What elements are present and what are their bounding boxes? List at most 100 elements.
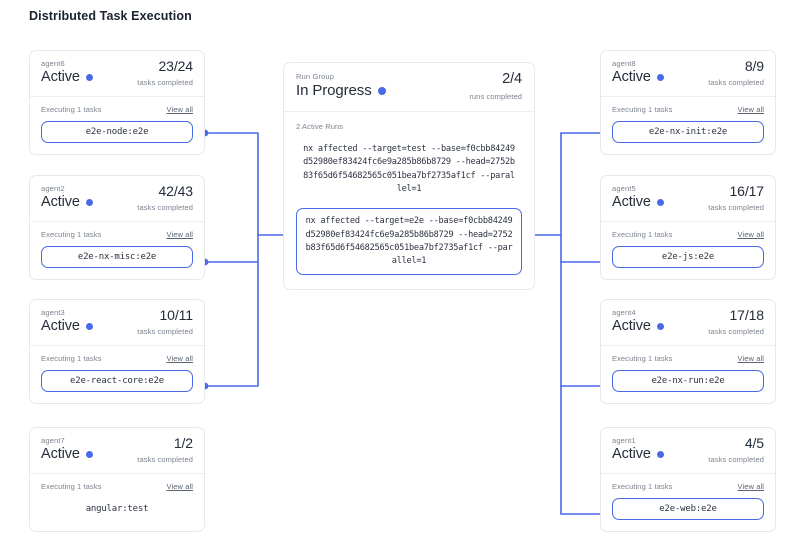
view-all-link[interactable]: View all [166, 230, 193, 240]
agent-card-agent2[interactable]: agent2 Active 42/43 tasks completed Exec… [29, 175, 205, 281]
task-count-label: tasks completed [708, 327, 764, 337]
status-dot-icon [656, 322, 664, 330]
task-count-label: tasks completed [137, 203, 193, 213]
agent-card-agent5[interactable]: agent5 Active 16/17 tasks completed Exec… [600, 175, 776, 281]
run-count: 2/4 [502, 71, 522, 87]
status-dot-icon [85, 450, 93, 458]
task-pill[interactable]: angular:test [85, 504, 149, 515]
executing-label: Executing 1 tasks [41, 354, 102, 364]
status-text: Active [612, 69, 651, 85]
task-count: 8/9 [744, 58, 764, 74]
task-pill[interactable]: e2e-nx-run:e2e [612, 370, 764, 393]
card-body: Executing 1 tasks View all e2e-react-cor… [30, 346, 204, 403]
card-body: Executing 1 tasks View all e2e-web:e2e [601, 474, 775, 531]
executing-label: Executing 1 tasks [612, 354, 673, 364]
executing-row: Executing 1 tasks View all [41, 482, 193, 491]
executing-label: Executing 1 tasks [612, 482, 673, 492]
status-text: Active [41, 69, 80, 85]
status-row: Active [41, 446, 93, 462]
view-all-link[interactable]: View all [737, 230, 764, 240]
executing-label: Executing 1 tasks [612, 105, 673, 115]
executing-label: Executing 1 tasks [41, 230, 102, 240]
view-all-link[interactable]: View all [737, 354, 764, 364]
status-row: In Progress [296, 82, 386, 99]
agent-name: agent8 [612, 59, 636, 68]
card-header: agent1 Active 4/5 tasks completed [601, 428, 775, 475]
task-count-label: tasks completed [137, 327, 193, 337]
status-row: Active [612, 318, 664, 334]
executing-label: Executing 1 tasks [612, 230, 673, 240]
status-dot-icon [656, 198, 664, 206]
task-pill[interactable]: e2e-nx-init:e2e [612, 121, 764, 144]
agent-card-agent7[interactable]: agent7 Active 1/2 tasks completed Execut… [29, 427, 205, 533]
card-body: Executing 1 tasks View all e2e-nx-init:e… [601, 97, 775, 154]
task-count: 1/2 [173, 435, 193, 451]
executing-label: Executing 1 tasks [41, 105, 102, 115]
task-count-label: tasks completed [708, 455, 764, 465]
run-command[interactable]: nx affected --target=test --base=f0cbb84… [303, 143, 515, 194]
view-all-link[interactable]: View all [166, 105, 193, 115]
executing-row: Executing 1 tasks View all [612, 354, 764, 363]
status-row: Active [41, 318, 93, 334]
status-dot-icon [85, 322, 93, 330]
task-count-label: tasks completed [708, 203, 764, 213]
task-count: 4/5 [744, 435, 764, 451]
page-title: Distributed Task Execution [29, 9, 192, 23]
status-dot-icon [85, 198, 93, 206]
agent-card-agent4[interactable]: agent4 Active 17/18 tasks completed Exec… [600, 299, 776, 405]
task-count: 10/11 [159, 307, 194, 323]
status-text: Active [612, 318, 651, 334]
agent-name: agent4 [612, 308, 636, 317]
run-command-highlighted[interactable]: nx affected --target=e2e --base=f0cbb842… [296, 208, 522, 276]
run-group-body: 2 Active Runs nx affected --target=test … [284, 112, 534, 289]
view-all-link[interactable]: View all [737, 105, 764, 115]
card-body: Executing 1 tasks View all e2e-js:e2e [601, 222, 775, 279]
agent-card-agent1[interactable]: agent1 Active 4/5 tasks completed Execut… [600, 427, 776, 533]
status-row: Active [612, 69, 664, 85]
view-all-link[interactable]: View all [737, 482, 764, 492]
run-group-card[interactable]: Run Group In Progress 2/4 runs completed… [283, 62, 535, 291]
status-dot-icon [85, 73, 93, 81]
task-pill[interactable]: e2e-node:e2e [41, 121, 193, 144]
run-count-label: runs completed [469, 91, 522, 101]
task-count: 16/17 [729, 183, 764, 199]
active-runs-label: 2 Active Runs [296, 121, 344, 131]
executing-row: Executing 1 tasks View all [612, 482, 764, 491]
task-pill[interactable]: e2e-nx-misc:e2e [41, 246, 193, 269]
executing-row: Executing 1 tasks View all [612, 230, 764, 239]
agent-card-agent3[interactable]: agent3 Active 10/11 tasks completed Exec… [29, 299, 205, 405]
agent-card-agent6[interactable]: agent6 Active 23/24 tasks completed Exec… [29, 50, 205, 156]
wire-agent3 [204, 234, 259, 387]
run-group-label: Run Group [296, 72, 335, 81]
task-count: 42/43 [158, 183, 193, 199]
run-group-header: Run Group In Progress 2/4 runs completed [284, 63, 534, 112]
status-row: Active [41, 69, 93, 85]
card-header: agent2 Active 42/43 tasks completed [30, 176, 204, 223]
agent-name: agent7 [41, 436, 65, 445]
executing-row: Executing 1 tasks View all [41, 354, 193, 363]
status-text: In Progress [296, 82, 372, 99]
status-row: Active [41, 194, 93, 210]
task-pill[interactable]: e2e-web:e2e [612, 498, 764, 521]
agent-name: agent2 [41, 184, 65, 193]
task-count: 17/18 [729, 307, 764, 323]
status-text: Active [41, 446, 80, 462]
card-body: Executing 1 tasks View all e2e-nx-misc:e… [30, 222, 204, 279]
agent-name: agent6 [41, 59, 65, 68]
card-header: agent5 Active 16/17 tasks completed [601, 176, 775, 223]
card-header: agent3 Active 10/11 tasks completed [30, 300, 204, 347]
view-all-link[interactable]: View all [166, 482, 193, 492]
wire-agent6 [204, 132, 259, 236]
task-count: 23/24 [158, 58, 193, 74]
executing-label: Executing 1 tasks [41, 482, 102, 492]
view-all-link[interactable]: View all [166, 354, 193, 364]
agent-card-agent8[interactable]: agent8 Active 8/9 tasks completed Execut… [600, 50, 776, 156]
task-pill[interactable]: e2e-js:e2e [612, 246, 764, 269]
task-pill[interactable]: e2e-react-core:e2e [41, 370, 193, 393]
executing-row: Executing 1 tasks View all [612, 105, 764, 114]
executing-row: Executing 1 tasks View all [41, 105, 193, 114]
card-body: Executing 1 tasks View all e2e-node:e2e [30, 97, 204, 154]
agent-name: agent5 [612, 184, 636, 193]
card-body: Executing 1 tasks View all e2e-nx-run:e2… [601, 346, 775, 403]
status-row: Active [612, 446, 664, 462]
